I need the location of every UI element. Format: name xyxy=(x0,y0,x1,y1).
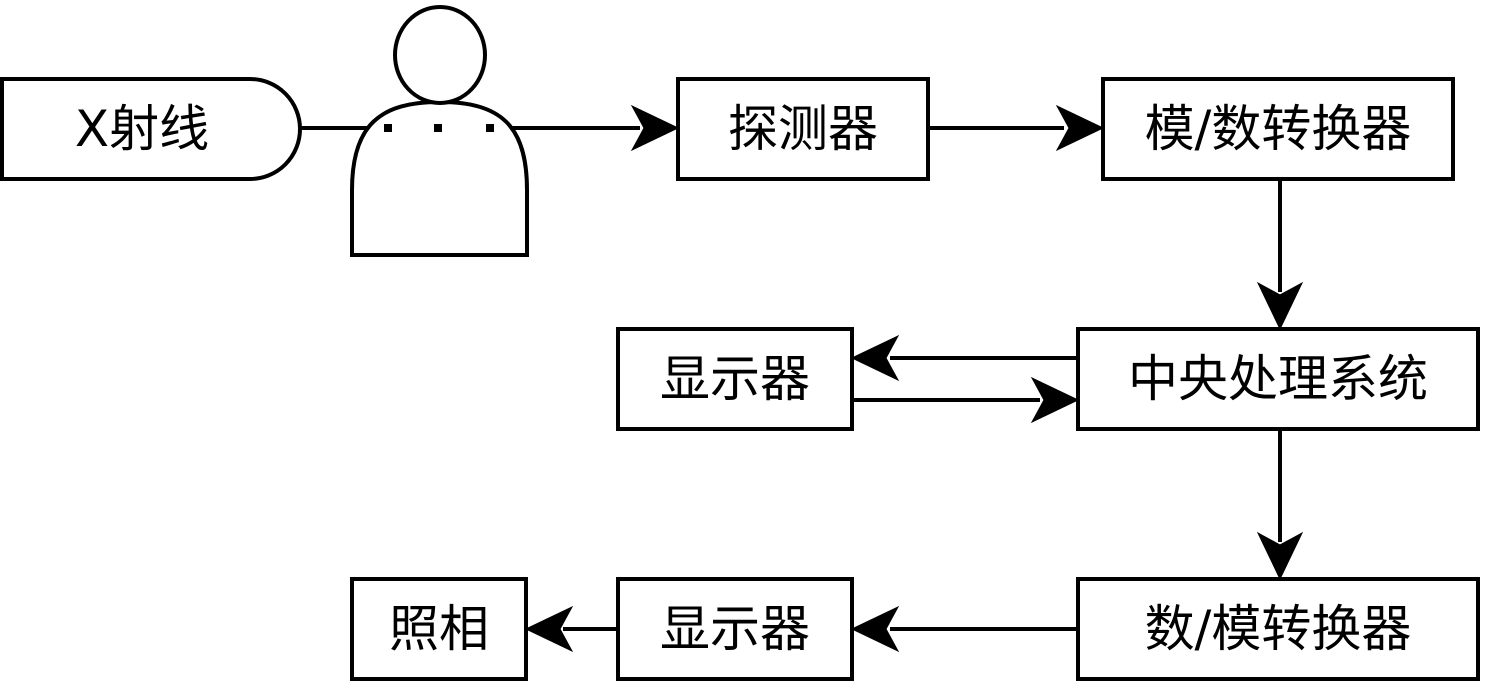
arrowhead-display-top xyxy=(850,334,900,382)
adc-box xyxy=(1101,77,1455,181)
arrowhead-detector xyxy=(630,104,680,152)
adc-label: 模/数转换器 xyxy=(1145,100,1412,158)
photo-box xyxy=(350,577,528,681)
arrowhead-dac xyxy=(1256,531,1304,581)
arrowhead-adc xyxy=(1055,104,1105,152)
detector-box xyxy=(676,77,930,181)
cpu-box xyxy=(1076,327,1480,431)
arrowhead-cpu-top xyxy=(1256,281,1304,331)
display-bottom-label: 显示器 xyxy=(660,600,810,658)
node-display-top: 显示器 xyxy=(616,327,854,431)
person-dot-2 xyxy=(434,124,442,132)
node-cpu: 中央处理系统 xyxy=(1076,327,1480,431)
xray-label: X射线 xyxy=(75,100,209,158)
display-bottom-box xyxy=(616,577,854,681)
dac-box xyxy=(1076,577,1480,681)
dac-label: 数/模转换器 xyxy=(1145,600,1412,658)
arrowhead-display-bottom xyxy=(850,605,900,653)
arrowhead-photo xyxy=(524,605,574,653)
node-detector: 探测器 xyxy=(676,77,930,181)
person-head xyxy=(393,5,487,105)
cpu-label: 中央处理系统 xyxy=(1128,350,1428,408)
xray-source-shape xyxy=(0,77,302,181)
person-dot-3 xyxy=(486,124,494,132)
node-xray: X射线 xyxy=(0,77,302,181)
person-icon xyxy=(350,5,529,257)
node-display-bottom: 显示器 xyxy=(616,577,854,681)
arrowhead-cpu-left xyxy=(1030,376,1080,424)
person-dot-1 xyxy=(384,124,392,132)
detector-label: 探测器 xyxy=(728,100,878,158)
display-top-label: 显示器 xyxy=(660,350,810,408)
node-photo: 照相 xyxy=(350,577,528,681)
node-adc: 模/数转换器 xyxy=(1101,77,1455,181)
node-dac: 数/模转换器 xyxy=(1076,577,1480,681)
photo-label: 照相 xyxy=(389,600,489,658)
display-top-box xyxy=(616,327,854,431)
